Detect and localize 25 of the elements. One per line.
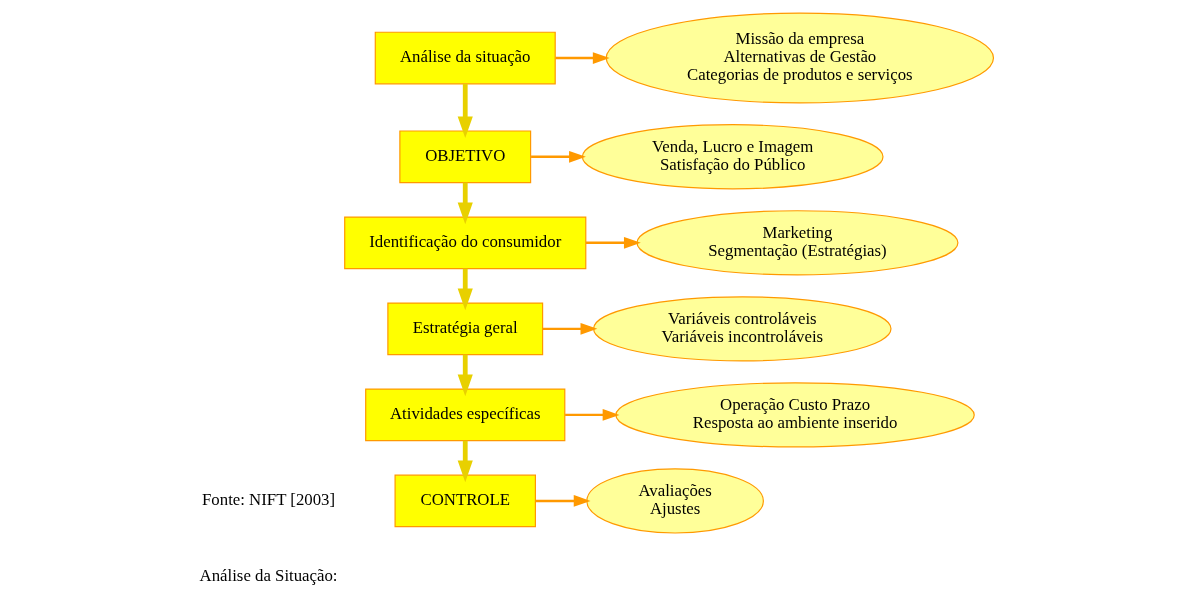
node-ellipse: Variáveis controláveis Variáveis incontroláveis [592,296,892,362]
node-box: Atividades específicas [364,388,565,442]
arrow [457,182,473,225]
node-ellipse: Avaliações Ajustes [585,468,764,534]
label: Fonte: NIFT [2003] [201,490,335,510]
arrow [457,354,473,397]
arrow [554,52,610,64]
node-box: OBJETIVO [398,130,531,184]
node-box: Estratégia geral [386,302,543,356]
arrow [542,322,597,335]
node-ellipse: Missão da empresa Alternativas de Gestão Categorias de produtos e serviços [605,12,994,104]
node-ellipse: Operação Custo Prazo Resposta ao ambiente inserido [614,382,975,448]
node-ellipse: Marketing Segmentação (Estratégias) [635,210,958,276]
label: Análise da Situação: [199,565,338,585]
node-box: Identificação do consumidor [343,216,586,270]
arrow [585,236,641,249]
node-box: CONTROLE [393,474,536,528]
node-box: Análise da situação [374,31,556,85]
arrow [564,409,619,421]
node-ellipse: Venda, Lucro e Imagem Satisfação do Público [581,124,884,190]
arrow [457,84,473,139]
arrow [535,495,591,507]
arrow [530,150,586,163]
arrow [457,440,473,483]
arrow [457,268,473,311]
